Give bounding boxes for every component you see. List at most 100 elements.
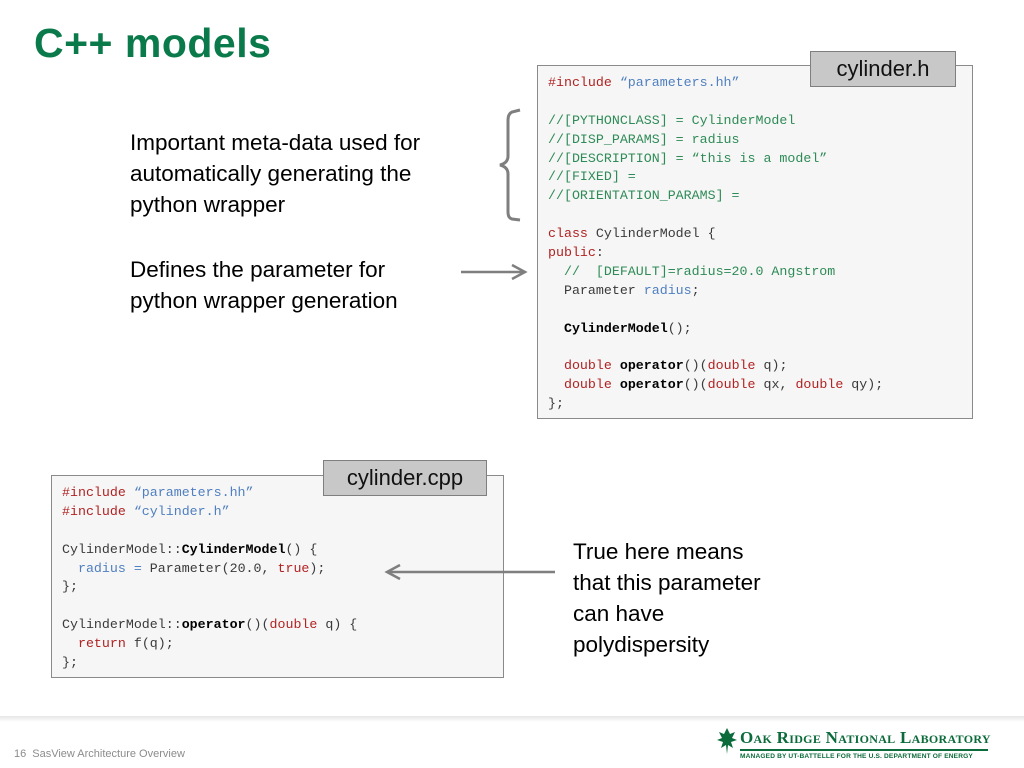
code-token: ()( <box>683 377 708 393</box>
code-token: #include <box>62 503 134 519</box>
code-token: q); <box>755 358 788 374</box>
code-token: }; <box>548 396 564 412</box>
code-line: CylinderModel::operator()(double q) { <box>62 616 493 635</box>
code-token: ; <box>691 282 700 298</box>
code-line: //[DESCRIPTION] = “this is a model” <box>548 150 962 169</box>
code-line <box>548 206 962 225</box>
code-token: return <box>77 636 126 652</box>
code-line <box>548 93 962 112</box>
code-token: //[ORIENTATION_PARAMS] = <box>548 188 740 204</box>
code-token: ()( <box>683 358 708 374</box>
slide-title: C++ models <box>34 20 272 66</box>
code-token: double <box>707 377 756 393</box>
code-token: f(q); <box>125 636 174 652</box>
code-token <box>62 561 78 576</box>
footer: 16 SasView Architecture Overview <box>14 748 185 760</box>
code-line <box>548 338 962 357</box>
code-line: Parameter radius; <box>548 282 962 301</box>
code-token: CylinderModel:: <box>62 617 182 633</box>
code-token <box>612 377 620 392</box>
logo-text: Oak Ridge National Laboratory <box>740 728 991 747</box>
code-token <box>548 321 564 336</box>
code-token: () { <box>285 541 318 557</box>
code-line: radius = Parameter(20.0, true); <box>62 560 493 579</box>
code-token: //[DISP_PARAMS] = radius <box>548 131 740 147</box>
code-token: radius <box>77 560 126 576</box>
code-token <box>548 358 564 373</box>
code-token <box>548 377 564 392</box>
code-token: “parameters.hh” <box>619 75 740 90</box>
code-token: class <box>548 226 588 242</box>
code-token: double <box>707 358 756 374</box>
code-token: qy); <box>843 377 884 393</box>
page-number: 16 <box>14 748 27 760</box>
code-line: // [DEFAULT]=radius=20.0 Angstrom <box>548 263 962 282</box>
code-line: double operator()(double q); <box>548 357 962 376</box>
code-token: operator <box>619 358 684 374</box>
logo-subtext: MANAGED BY UT-BATTELLE FOR THE U.S. DEPA… <box>740 753 973 760</box>
code-line: }; <box>548 395 962 414</box>
code-line <box>62 597 493 616</box>
code-token: Parameter(20.0, <box>141 560 278 576</box>
header-code-box: #include “parameters.hh” //[PYTHONCLASS] … <box>537 65 973 419</box>
note-line: that this parameter <box>573 570 761 595</box>
code-line: }; <box>62 578 493 597</box>
code-line: //[FIXED] = <box>548 168 962 187</box>
code-token: CylinderModel:: <box>62 541 182 557</box>
footer-title: SasView Architecture Overview <box>32 748 185 760</box>
code-line <box>548 301 962 320</box>
code-token: }; <box>62 579 78 595</box>
code-token: public <box>548 245 596 261</box>
code-token: = <box>133 560 142 576</box>
code-token: //[PYTHONCLASS] = CylinderModel <box>548 112 796 128</box>
code-token: // [DEFAULT]=radius=20.0 Angstrom <box>548 263 836 279</box>
code-line: CylinderModel::CylinderModel() { <box>62 541 493 560</box>
code-token <box>62 636 78 651</box>
code-line: double operator()(double qx, double qy); <box>548 376 962 395</box>
curly-brace-icon <box>499 108 521 222</box>
code-line: public: <box>548 244 962 263</box>
code-line <box>62 522 493 541</box>
code-token: “parameters.hh” <box>133 485 254 500</box>
code-token: q) { <box>317 617 358 633</box>
note-line: Defines the parameter for <box>130 257 386 282</box>
note-line: Important meta-data used for <box>130 130 421 155</box>
code-token: (); <box>667 320 692 336</box>
code-line: class CylinderModel { <box>548 225 962 244</box>
code-token: “cylinder.h” <box>133 503 230 519</box>
code-token: #include <box>62 485 134 500</box>
note-line: can have <box>573 601 665 626</box>
code-token: radius <box>643 282 692 298</box>
leaf-icon <box>717 728 737 754</box>
code-line: }; <box>62 654 493 673</box>
code-line: #include “parameters.hh” <box>62 484 493 503</box>
code-token: ()( <box>245 617 270 633</box>
code-line: return f(q); <box>62 635 493 654</box>
code-token: //[DESCRIPTION] = “this is a model” <box>548 150 828 166</box>
note-line: automatically generating the <box>130 161 412 186</box>
metadata-note: Important meta-data used for automaticall… <box>130 127 480 220</box>
header-file-label: cylinder.h <box>810 51 956 87</box>
code-token: CylinderModel <box>181 541 286 557</box>
footer-divider <box>0 716 1024 722</box>
code-token: //[FIXED] = <box>548 169 636 185</box>
ornl-logo: Oak Ridge National Laboratory MANAGED BY… <box>716 726 996 764</box>
cpp-file-label: cylinder.cpp <box>323 460 487 496</box>
code-token: double <box>563 377 612 393</box>
code-token <box>126 561 134 576</box>
code-token: ); <box>309 560 326 576</box>
code-line: //[PYTHONCLASS] = CylinderModel <box>548 112 962 131</box>
code-token: operator <box>619 377 684 393</box>
code-line: #include “cylinder.h” <box>62 503 493 522</box>
polydispersity-note: True here means that this parameter can ha… <box>573 536 813 660</box>
note-line: True here means <box>573 539 744 564</box>
code-token: #include <box>548 75 620 90</box>
code-token: double <box>269 617 318 633</box>
code-token: operator <box>181 617 246 633</box>
code-token: CylinderModel <box>563 320 668 336</box>
code-line: //[ORIENTATION_PARAMS] = <box>548 187 962 206</box>
code-token: CylinderModel { <box>587 226 716 242</box>
logo-rule <box>740 749 988 751</box>
code-token <box>612 358 620 373</box>
code-token: double <box>563 358 612 374</box>
